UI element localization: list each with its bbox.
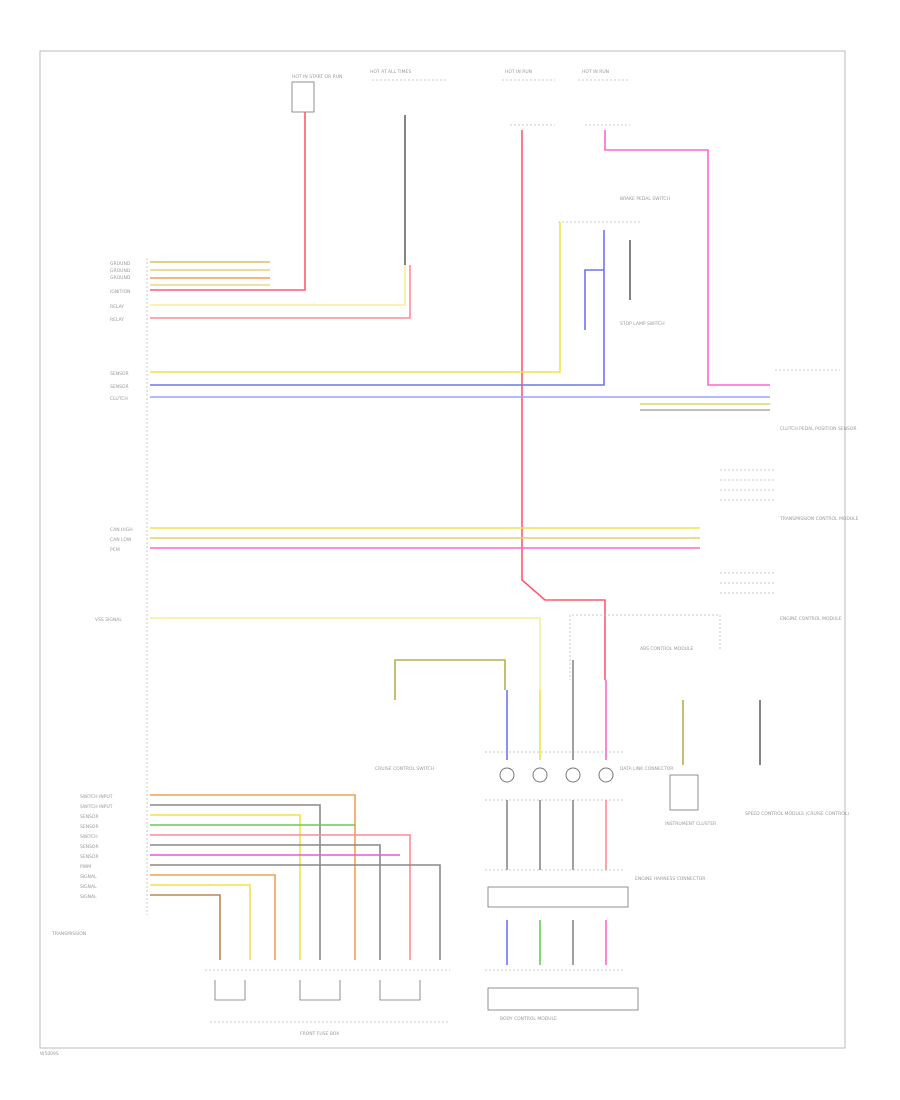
svg-text:CAN HIGH: CAN HIGH [110, 527, 133, 533]
svg-text:CRUISE CONTROL SWITCH: CRUISE CONTROL SWITCH [375, 766, 434, 772]
svg-text:GROUND: GROUND [110, 275, 131, 281]
svg-text:SWITCH INPUT: SWITCH INPUT [80, 804, 113, 810]
wire-red-power [150, 112, 306, 291]
pin-labels-bottom: SWITCH INPUT SWITCH INPUT SENSOR SENSOR … [80, 794, 113, 900]
svg-text:GROUND: GROUND [110, 261, 131, 267]
svg-text:BRAKE PEDAL SWITCH: BRAKE PEDAL SWITCH [620, 196, 670, 202]
hot-start-run-box: HOT IN START OR RUN [291, 74, 342, 113]
svg-text:SENSOR: SENSOR [80, 854, 99, 860]
pin-labels-mid: SENSOR SENSOR CLUTCH CAN HIGH CAN LOW PC… [95, 371, 133, 623]
svg-text:GROUND: GROUND [110, 268, 131, 274]
svg-text:DATA LINK CONNECTOR: DATA LINK CONNECTOR [620, 766, 673, 772]
svg-text:HOT AT ALL TIMES: HOT AT ALL TIMES [370, 69, 411, 75]
svg-text:SWITCH: SWITCH [80, 834, 98, 840]
body-control-module-box [487, 987, 639, 1011]
svg-text:SENSOR: SENSOR [110, 384, 129, 390]
svg-text:SIGNAL: SIGNAL [80, 874, 97, 880]
svg-text:SPEED CONTROL MODULE (CRUISE C: SPEED CONTROL MODULE (CRUISE CONTROL) [745, 811, 849, 817]
data-link-connector: DATA LINK CONNECTOR [499, 766, 673, 783]
pin-labels-top: GROUND GROUND GROUND IGNITION RELAY RELA… [110, 261, 131, 323]
svg-text:PCM: PCM [110, 547, 120, 553]
engine-harness-box [487, 886, 629, 908]
wire-red-2 [150, 265, 411, 319]
svg-text:ENGINE HARNESS CONNECTOR: ENGINE HARNESS CONNECTOR [635, 876, 705, 882]
svg-text:RELAY: RELAY [110, 317, 124, 323]
footer-code: W5009S [40, 1051, 59, 1057]
svg-text:SENSOR: SENSOR [110, 371, 129, 377]
svg-text:HOT IN RUN: HOT IN RUN [505, 69, 532, 75]
svg-text:SWITCH INPUT: SWITCH INPUT [80, 794, 113, 800]
svg-text:ENGINE CONTROL MODULE: ENGINE CONTROL MODULE [780, 616, 842, 622]
svg-text:STOP LAMP SWITCH: STOP LAMP SWITCH [620, 321, 665, 327]
svg-text:TRANSMISSION CONTROL MODULE: TRANSMISSION CONTROL MODULE [779, 516, 859, 522]
svg-text:CLUTCH: CLUTCH [110, 396, 128, 402]
svg-text:HOT IN RUN: HOT IN RUN [582, 69, 609, 75]
svg-text:RELAY: RELAY [110, 304, 124, 310]
svg-text:BODY CONTROL MODULE: BODY CONTROL MODULE [500, 1016, 557, 1022]
hot-run-2-box: HOT IN RUN [578, 69, 630, 81]
svg-text:SIGNAL: SIGNAL [80, 884, 97, 890]
svg-text:SENSOR: SENSOR [80, 824, 99, 830]
wire-yellow-1 [150, 265, 406, 306]
svg-text:SENSOR: SENSOR [80, 844, 99, 850]
svg-text:TRANSMISSION: TRANSMISSION [51, 931, 86, 937]
svg-text:CAN LOW: CAN LOW [110, 537, 132, 543]
svg-text:FRONT FUSE BOX: FRONT FUSE BOX [300, 1031, 339, 1037]
svg-text:INSTRUMENT CLUSTER: INSTRUMENT CLUSTER [665, 821, 716, 827]
hot-at-all-times-box: HOT AT ALL TIMES [370, 69, 448, 81]
svg-text:VSS SIGNAL: VSS SIGNAL [95, 617, 122, 623]
svg-text:SENSOR: SENSOR [80, 814, 99, 820]
wire-pink-right [604, 130, 770, 386]
svg-text:CLUTCH PEDAL POSITION SENSOR: CLUTCH PEDAL POSITION SENSOR [780, 426, 857, 432]
diagram-frame [39, 50, 846, 1049]
svg-text:SIGNAL: SIGNAL [80, 894, 97, 900]
svg-text:PWM: PWM [80, 864, 91, 870]
svg-text:HOT IN START OR RUN: HOT IN START OR RUN [292, 74, 342, 80]
svg-text:ABS CONTROL MODULE: ABS CONTROL MODULE [640, 646, 693, 652]
wire-red-long [521, 130, 606, 680]
svg-text:IGNITION: IGNITION [110, 289, 131, 295]
hot-run-1-box: HOT IN RUN [502, 69, 555, 81]
